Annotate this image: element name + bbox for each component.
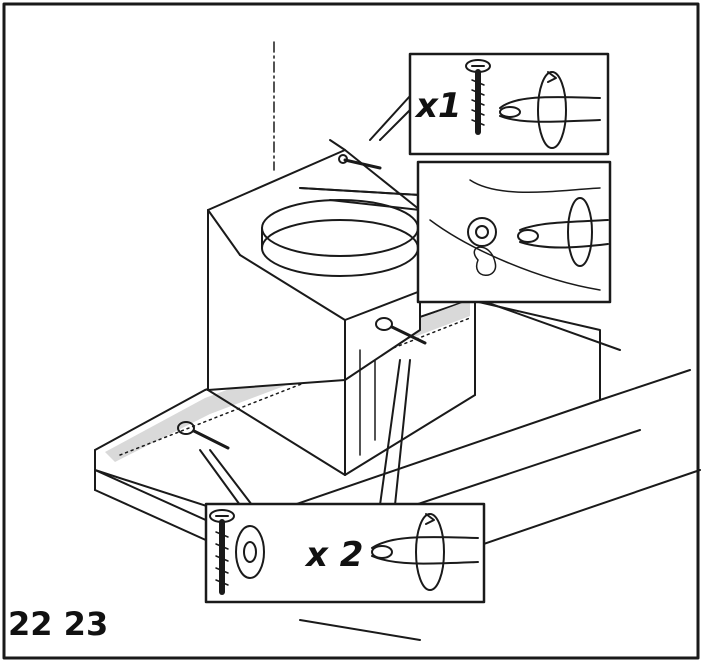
rotate-arrow-icon <box>415 513 445 591</box>
front-screw-right <box>375 317 427 345</box>
screw-icon <box>209 509 235 595</box>
rotate-arrow-icon <box>537 71 567 149</box>
screwdriver-hand-icon <box>517 219 609 249</box>
callout-box-detail <box>416 160 612 304</box>
callout-quantity-top: x1 <box>416 86 462 126</box>
top-screw <box>338 154 382 170</box>
screw-icon <box>465 59 491 135</box>
callout-box-top <box>408 52 610 156</box>
front-screw-left <box>177 421 230 450</box>
callout-box-bottom <box>204 502 486 604</box>
callout-quantity-bottom: x 2 <box>306 535 364 575</box>
washer-icon <box>467 217 497 247</box>
callout-leaders <box>199 95 421 506</box>
rotate-arrow-icon <box>567 197 593 267</box>
washer-icon <box>235 525 265 579</box>
step-numbers: 22 23 <box>8 605 109 643</box>
